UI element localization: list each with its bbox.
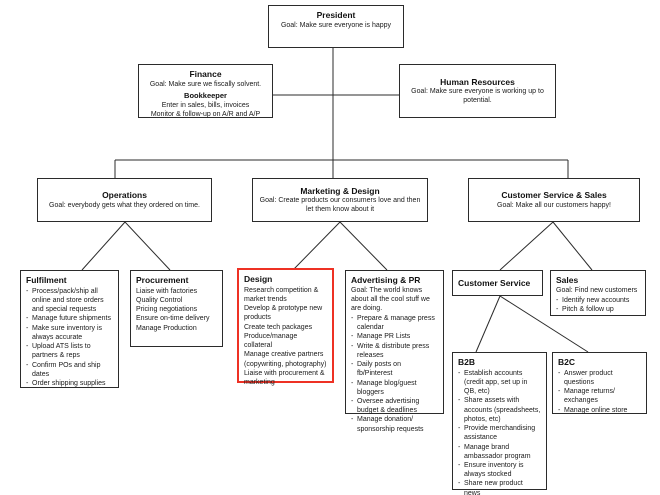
list-item: Research competition & market trends: [244, 286, 319, 303]
finance-bookkeeper-line-2: Monitor & follow-up on A/R and A/P: [150, 111, 261, 119]
finance-bookkeeper-line-1: Enter in sales, bills, invoices: [161, 101, 250, 109]
node-procurement[interactable]: Procurement Liaise with factories Qualit…: [130, 270, 223, 347]
list-item: Manage future shipments: [26, 314, 113, 323]
node-customer-service-sales[interactable]: Customer Service & Sales Goal: Make all …: [468, 178, 640, 222]
list-item: Make sure inventory is always accurate: [26, 324, 113, 342]
operations-goal: Goal: everybody gets what they ordered o…: [49, 201, 200, 209]
customer-service-sales-title: Customer Service & Sales: [501, 190, 607, 201]
list-item: Provide merchandising assistance: [458, 424, 541, 442]
b2c-title: B2C: [558, 357, 576, 367]
node-advertising-pr[interactable]: Advertising & PR Goal: The world knows a…: [345, 270, 444, 433]
b2c-list: Answer product questions Manage returns/…: [558, 369, 641, 415]
list-item: Order shipping supplies: [26, 379, 113, 388]
human-resources-title: Human Resources: [440, 76, 515, 87]
list-item: Ensure on-time delivery: [136, 315, 210, 323]
marketing-design-goal: Goal: Create products our consumers love…: [259, 197, 421, 214]
node-human-resources[interactable]: Human Resources Goal: Make sure everyone…: [399, 64, 556, 118]
operations-title: Operations: [102, 190, 147, 201]
finance-goal: Goal: Make sure we fiscally solvent.: [149, 80, 262, 88]
list-item: Create tech packages: [244, 323, 313, 331]
list-item: Establish accounts (credit app, set up i…: [458, 369, 541, 397]
list-item: Develop & prototype new products: [244, 305, 323, 322]
list-item: Upload ATS lists to partners & reps: [26, 342, 113, 360]
list-item: Prepare & manage press calendar: [351, 314, 438, 332]
list-item: Process/pack/ship all online and store o…: [26, 287, 113, 315]
design-list: Research competition & market trends Dev…: [244, 286, 327, 388]
list-item: Write & distribute press releases: [351, 342, 438, 360]
list-item: Produce/manage collateral: [244, 332, 298, 350]
list-item: Manage brand ambassador program: [458, 443, 541, 461]
advertising-pr-list: Prepare & manage press calendar Manage P…: [351, 314, 438, 434]
list-item: Daily posts on fb/Pinterest: [351, 360, 438, 378]
president-title: President: [316, 10, 356, 20]
list-item: Manage Production: [136, 324, 197, 332]
customer-service-title: Customer Service: [458, 277, 531, 288]
b2b-title: B2B: [458, 357, 476, 367]
list-item: Manage donation/ sponsorship requests: [351, 415, 438, 433]
list-item: Liaise with procurement & marketing: [244, 369, 325, 386]
node-b2c[interactable]: B2C Answer product questions Manage retu…: [552, 352, 647, 415]
list-item: Identify new accounts: [556, 296, 640, 305]
list-item: Pitch & follow up: [556, 305, 640, 314]
finance-title: Finance: [189, 69, 222, 79]
fulfilment-title: Fulfilment: [26, 275, 67, 285]
list-item: Manage returns/ exchanges: [558, 387, 641, 405]
list-item: Share new product news: [458, 479, 541, 495]
fulfilment-list: Process/pack/ship all online and store o…: [26, 287, 113, 389]
list-item: Oversee advertising budget & deadlines: [351, 397, 438, 415]
list-item: Ensure inventory is always stocked: [458, 461, 541, 479]
list-item: Quality Control: [136, 296, 183, 304]
node-sales[interactable]: Sales Goal: Find new customers Identify …: [550, 270, 646, 316]
list-item: Liaise with factories: [136, 287, 198, 295]
list-item: Pricing negotiations: [136, 306, 198, 314]
node-customer-service[interactable]: Customer Service: [452, 270, 543, 296]
node-design[interactable]: Design Research competition & market tre…: [237, 268, 334, 386]
customer-service-sales-goal: Goal: Make all our customers happy!: [497, 201, 611, 209]
finance-bookkeeper-title: Bookkeeper: [184, 90, 227, 100]
list-item: Manage online store: [558, 406, 641, 415]
procurement-list: Liaise with factories Quality Control Pr…: [136, 287, 217, 333]
node-b2b[interactable]: B2B Establish accounts (credit app, set …: [452, 352, 547, 495]
node-president[interactable]: President Goal: Make sure everyone is ha…: [268, 5, 404, 48]
list-item: Confirm POs and ship dates: [26, 361, 113, 379]
node-operations[interactable]: Operations Goal: everybody gets what the…: [37, 178, 212, 222]
sales-list: Identify new accounts Pitch & follow up: [556, 296, 640, 315]
procurement-title: Procurement: [136, 275, 189, 285]
list-item: Manage creative partners (copywriting, p…: [244, 351, 327, 368]
president-goal: Goal: Make sure everyone is happy: [280, 21, 392, 29]
sales-title: Sales: [556, 275, 579, 285]
node-marketing-design[interactable]: Marketing & Design Goal: Create products…: [252, 178, 428, 222]
design-title: Design: [244, 274, 273, 284]
list-item: Answer product questions: [558, 369, 641, 387]
advertising-pr-title: Advertising & PR: [351, 275, 421, 285]
human-resources-goal: Goal: Make sure everyone is working up t…: [411, 88, 544, 105]
list-item: Share assets with accounts (spreadsheets…: [458, 396, 541, 424]
list-item: Manage PR Lists: [351, 332, 438, 341]
list-item: Manage blog/guest bloggers: [351, 379, 438, 397]
node-fulfilment[interactable]: Fulfilment Process/pack/ship all online …: [20, 270, 119, 388]
b2b-list: Establish accounts (credit app, set up i…: [458, 369, 541, 495]
node-finance[interactable]: Finance Goal: Make sure we fiscally solv…: [138, 64, 273, 118]
advertising-pr-goal: Goal: The world knows about all the cool…: [351, 286, 430, 312]
marketing-design-title: Marketing & Design: [300, 185, 380, 196]
sales-goal: Goal: Find new customers: [556, 286, 638, 294]
